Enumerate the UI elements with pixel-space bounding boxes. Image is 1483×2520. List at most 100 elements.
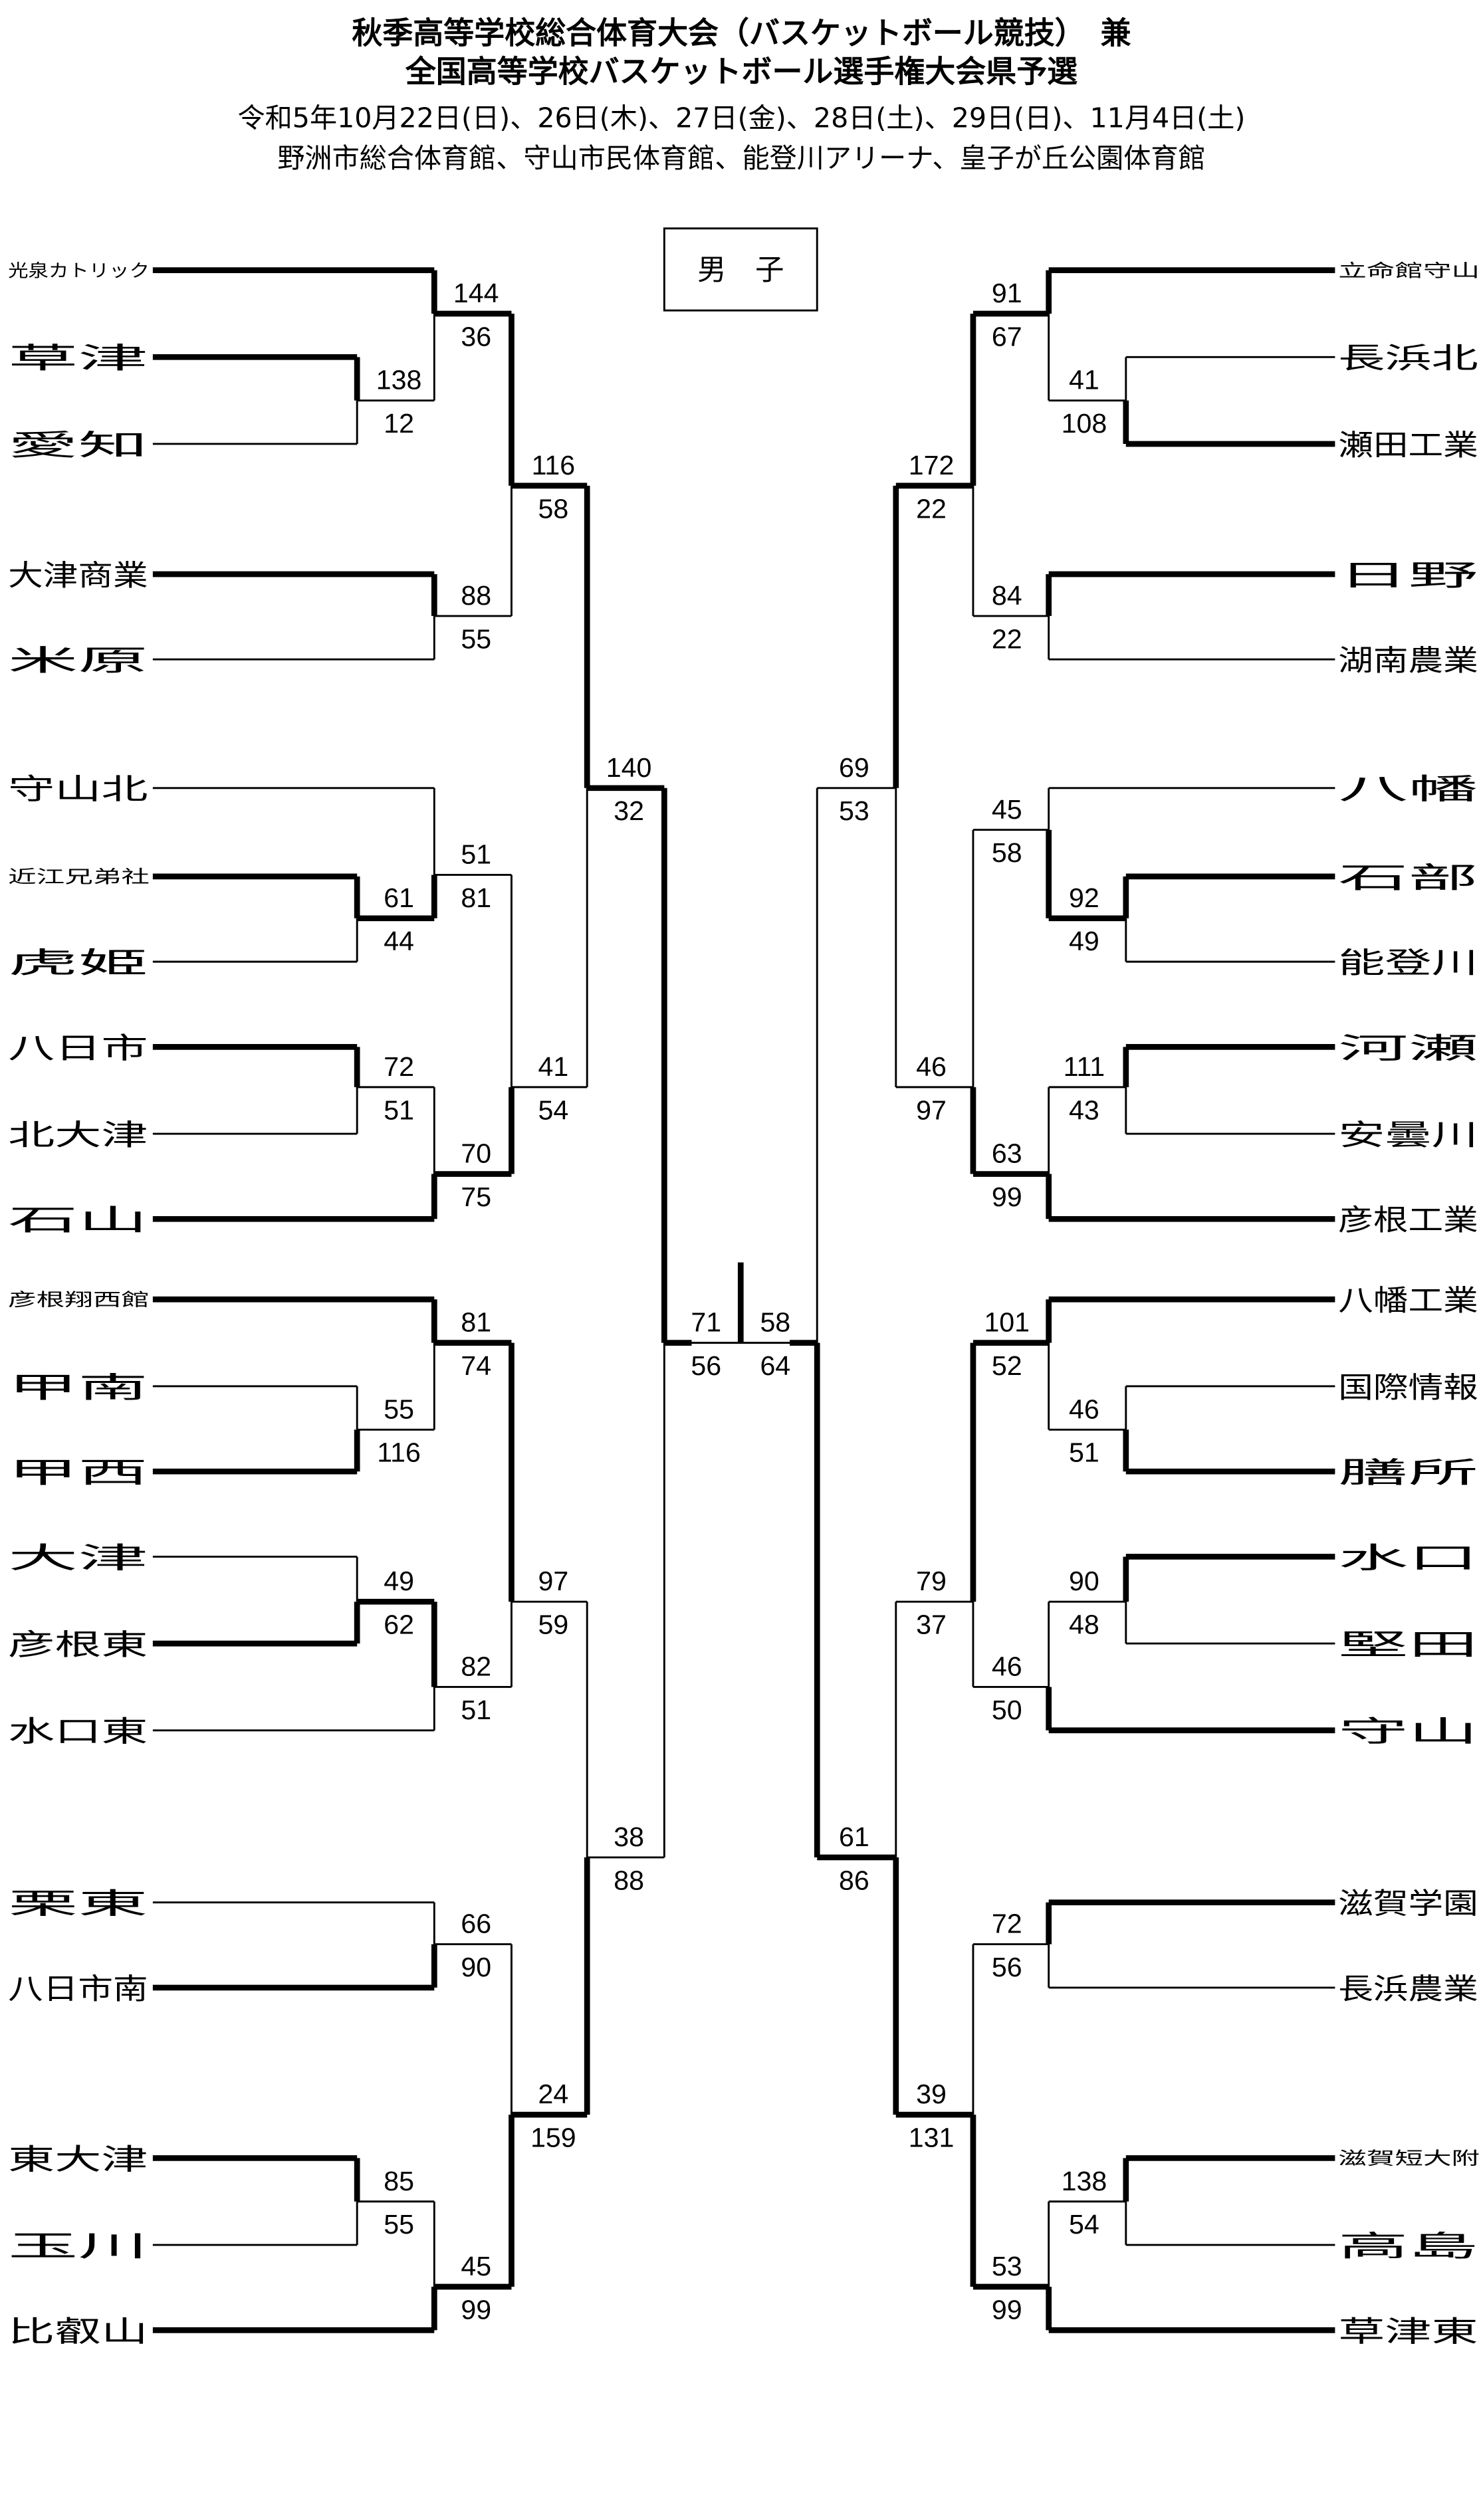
left-score-bottom: 54 — [538, 1095, 569, 1125]
left-score-bottom: 51 — [384, 1095, 414, 1125]
right-score-top: 90 — [1069, 1566, 1099, 1596]
right-score-bottom: 51 — [1069, 1437, 1099, 1468]
left-score-top: 49 — [384, 1566, 414, 1596]
right-team-name: 立命館守山 — [1338, 261, 1480, 281]
right-team-name: 彦根工業 — [1338, 1204, 1478, 1237]
right-score-top: 92 — [1069, 883, 1099, 913]
right-score-top: 61 — [839, 1822, 869, 1852]
right-team-name: 安曇川 — [1338, 1119, 1478, 1152]
right-score-bottom: 52 — [992, 1350, 1022, 1381]
right-score-top: 111 — [1064, 1051, 1105, 1082]
right-score-bottom: 50 — [992, 1695, 1022, 1725]
right-score-top: 39 — [916, 2079, 947, 2109]
right-team-name: 滋賀短大附 — [1338, 2149, 1480, 2169]
right-score-top: 63 — [992, 1138, 1022, 1169]
left-team-name: 比叡山 — [8, 2315, 148, 2349]
left-score-bottom: 62 — [384, 1610, 414, 1640]
left-score-top: 116 — [532, 450, 576, 480]
title-line-1: 秋季高等学校総合体育大会（バスケットボール競技） 兼 — [352, 15, 1131, 51]
right-team-name: 国際情報 — [1338, 1372, 1478, 1405]
right-team-name: 八幡 — [1338, 774, 1478, 807]
right-team-name: 滋賀学園 — [1338, 1888, 1478, 1921]
left-team-name: 大津商業 — [8, 560, 148, 593]
bracket-lines — [152, 267, 1335, 2333]
left-score-bottom: 90 — [461, 1952, 491, 1982]
right-team-name: 水口 — [1338, 1542, 1478, 1575]
right-team-name: 湖南農業 — [1338, 645, 1478, 678]
left-team-name: 草津 — [8, 342, 148, 375]
right-score-bottom: 43 — [1069, 1095, 1099, 1125]
left-team-name: 東大津 — [8, 2143, 148, 2176]
left-score-top: 38 — [614, 1822, 644, 1852]
right-score-top: 172 — [909, 450, 955, 480]
left-score-top: 41 — [538, 1051, 569, 1082]
right-score-top: 58 — [760, 1307, 790, 1338]
left-team-name: 北大津 — [8, 1119, 148, 1152]
left-score-bottom: 159 — [530, 2122, 576, 2152]
right-team-name: 石部 — [1338, 862, 1478, 895]
right-team-name: 瀬田工業 — [1338, 429, 1478, 463]
event-venues: 野洲市総合体育館、守山市民体育館、能登川アリーナ、皇子が丘公園体育館 — [277, 142, 1205, 174]
right-score-bottom: 99 — [992, 1182, 1022, 1212]
left-team-name: 八日市 — [8, 1032, 148, 1065]
left-score-bottom: 36 — [461, 321, 491, 352]
left-score-top: 138 — [376, 365, 422, 395]
bracket-labels: 光泉カトリック草津愛知大津商業米原守山北近江兄弟社虎姫八日市北大津石山彦根翔西館… — [8, 261, 1480, 2349]
right-team-name: 八幡工業 — [1338, 1285, 1478, 1318]
right-score-top: 69 — [839, 752, 869, 783]
left-team-name: 守山北 — [8, 774, 148, 807]
right-score-top: 101 — [984, 1307, 1030, 1338]
left-score-top: 97 — [538, 1566, 569, 1596]
left-score-top: 70 — [461, 1138, 491, 1169]
division-label: 男 子 — [697, 254, 784, 287]
right-score-top: 45 — [992, 794, 1022, 825]
right-score-top: 79 — [916, 1566, 947, 1596]
right-team-name: 長浜北 — [1338, 342, 1478, 375]
left-score-bottom: 99 — [461, 2294, 491, 2325]
title-line-2: 全国高等学校バスケットボール選手権大会県予選 — [405, 54, 1078, 90]
right-team-name: 草津東 — [1338, 2315, 1478, 2349]
left-team-name: 栗東 — [8, 1888, 148, 1921]
left-team-name: 甲南 — [8, 1372, 148, 1405]
right-team-name: 長浜農業 — [1338, 1973, 1478, 2006]
left-team-name: 米原 — [8, 645, 148, 678]
left-score-bottom: 44 — [384, 926, 414, 956]
left-score-bottom: 59 — [538, 1610, 569, 1640]
left-score-bottom: 81 — [461, 883, 491, 913]
right-score-bottom: 48 — [1069, 1610, 1099, 1640]
left-team-name: 彦根翔西館 — [8, 1290, 150, 1311]
left-score-top: 71 — [691, 1307, 721, 1338]
left-score-top: 51 — [461, 839, 491, 870]
left-score-bottom: 55 — [384, 2209, 414, 2240]
right-score-bottom: 64 — [760, 1350, 790, 1381]
right-score-bottom: 53 — [839, 795, 869, 826]
right-team-name: 能登川 — [1338, 947, 1478, 980]
right-score-bottom: 58 — [992, 837, 1022, 868]
left-team-name: 八日市南 — [8, 1973, 148, 2006]
right-score-bottom: 108 — [1062, 408, 1107, 439]
left-score-top: 85 — [384, 2166, 414, 2196]
right-score-top: 53 — [992, 2251, 1022, 2281]
left-score-bottom: 88 — [614, 1865, 644, 1895]
left-team-name: 石山 — [8, 1204, 148, 1237]
right-team-name: 日野 — [1338, 560, 1478, 593]
right-score-bottom: 86 — [839, 1865, 869, 1895]
left-score-top: 66 — [461, 1909, 491, 1939]
left-score-top: 82 — [461, 1651, 491, 1682]
left-score-bottom: 74 — [461, 1350, 491, 1381]
left-team-name: 光泉カトリック — [8, 261, 150, 281]
right-team-name: 守山 — [1338, 1716, 1478, 1749]
left-score-bottom: 51 — [461, 1695, 491, 1725]
left-team-name: 水口東 — [8, 1716, 148, 1749]
left-score-top: 45 — [461, 2251, 491, 2281]
right-score-bottom: 97 — [916, 1095, 947, 1125]
left-team-name: 彦根東 — [8, 1629, 148, 1662]
left-score-top: 72 — [384, 1051, 414, 1082]
right-team-name: 膳所 — [1338, 1457, 1478, 1490]
left-team-name: 愛知 — [8, 429, 148, 463]
right-team-name: 高島 — [1338, 2230, 1478, 2263]
right-score-top: 46 — [916, 1051, 947, 1082]
left-score-bottom: 55 — [461, 623, 491, 654]
left-score-top: 81 — [461, 1307, 491, 1338]
